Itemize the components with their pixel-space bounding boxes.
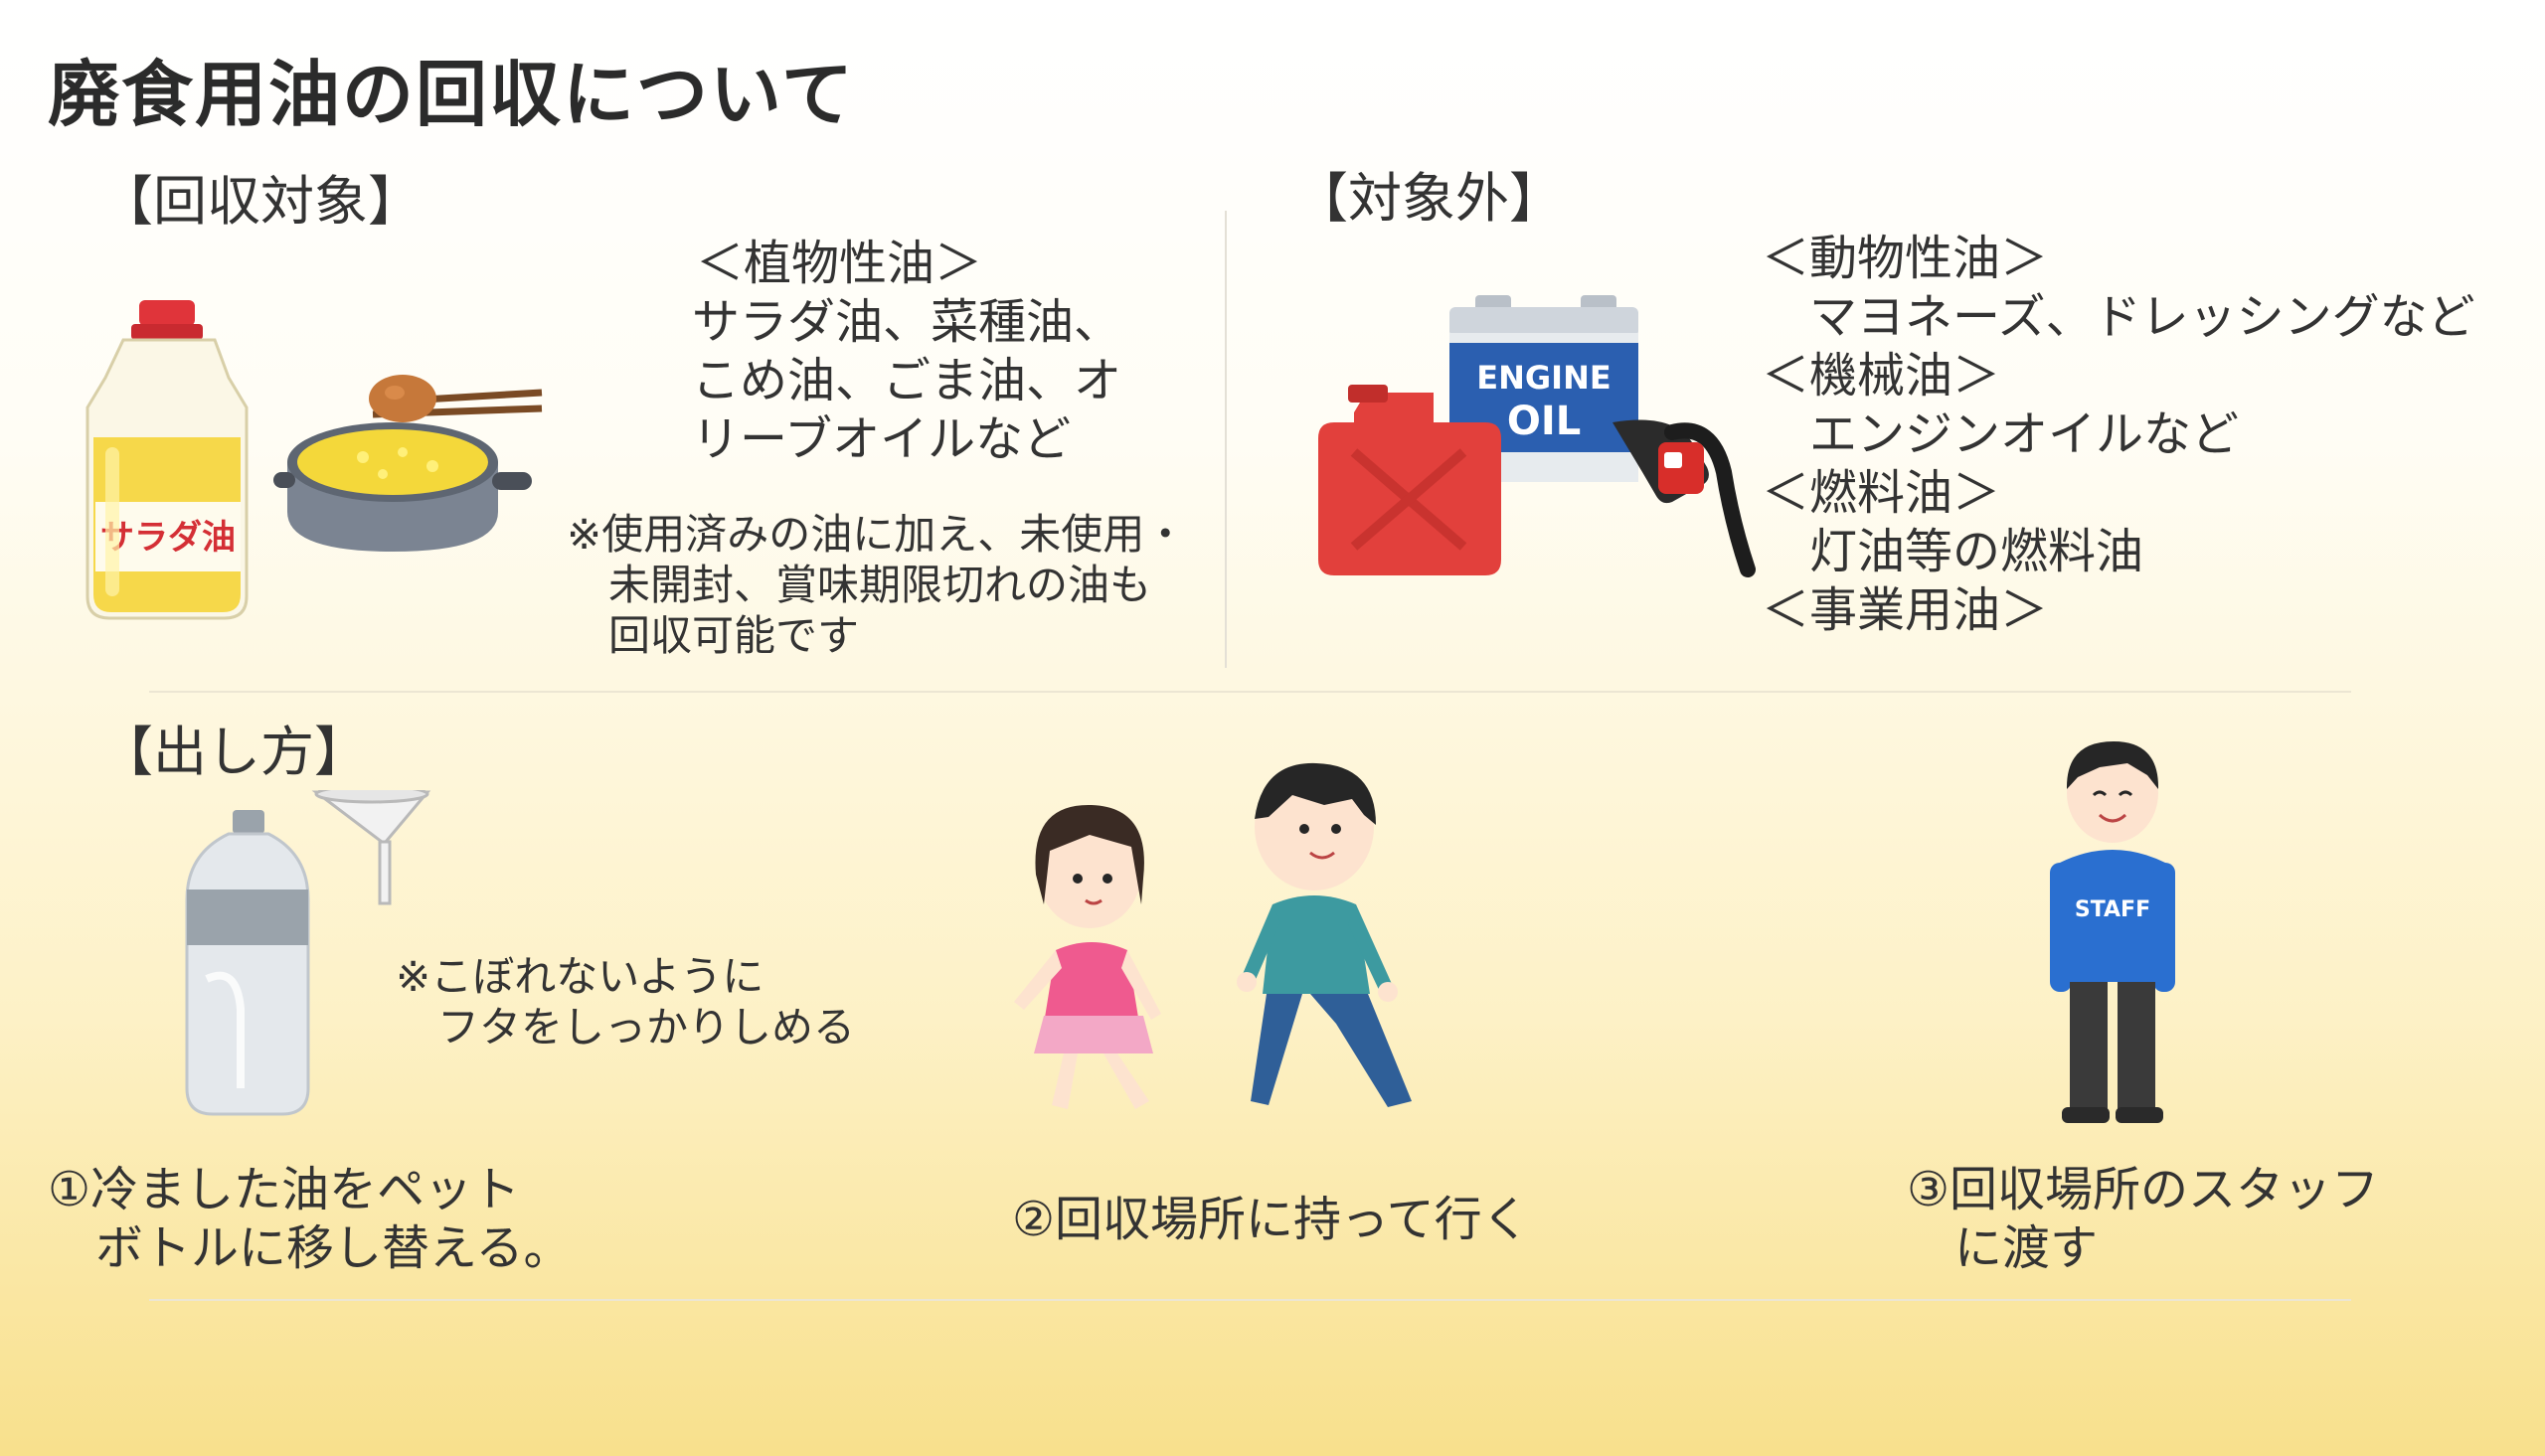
step-2: ②回収場所に持って行く bbox=[1012, 1192, 1530, 1247]
salad-oil-bottle-icon: サラダ油 bbox=[85, 300, 249, 620]
pet-bottle-and-funnel-icon bbox=[185, 790, 431, 1116]
step-1-line-2: ボトルに移し替える。 bbox=[48, 1220, 572, 1276]
excluded-line-4: エンジンオイルなど bbox=[1762, 406, 2240, 462]
collect-note-line-2: 未開封、賞味期限切れの油も bbox=[567, 561, 1152, 609]
step-3-line-1: ③回収場所のスタッフ bbox=[1907, 1162, 2380, 1217]
collect-note-line-3: 回収可能です bbox=[567, 611, 860, 660]
how-note-line-2: フタをしっかりしめる bbox=[396, 1003, 856, 1052]
how-note-line-1: ※こぼれないように bbox=[396, 952, 764, 1001]
step-3-line-2: に渡す bbox=[1907, 1220, 2099, 1276]
excluded-line-2: マヨネーズ、ドレッシングなど bbox=[1762, 289, 2475, 345]
collect-heading: 【回収対象】 bbox=[99, 170, 422, 233]
staff-person-icon: STAFF bbox=[2050, 741, 2175, 1123]
horizontal-divider-top bbox=[149, 691, 2351, 693]
engine-oil-and-fuel-tank-icon: ENGINE OIL bbox=[1318, 295, 1756, 577]
collect-category: ＜植物性油＞ bbox=[696, 236, 983, 291]
frying-pot-icon bbox=[273, 375, 543, 552]
kids-walking-icon bbox=[1014, 762, 1412, 1109]
step-1-line-1: ①冷ました油をペット bbox=[48, 1162, 521, 1217]
collect-item-line-2: こめ油、ごま油、オ bbox=[692, 353, 1122, 408]
bottle-label: サラダ油 bbox=[100, 518, 236, 558]
staff-label: STAFF bbox=[2075, 897, 2150, 922]
collect-item-line-3: リーブオイルなど bbox=[692, 411, 1072, 467]
vertical-divider bbox=[1225, 211, 1227, 668]
excluded-line-7: ＜事業用油＞ bbox=[1762, 582, 2049, 638]
can-label-oil: OIL bbox=[1507, 399, 1581, 444]
page-title: 廃食用油の回収について bbox=[48, 53, 855, 136]
excluded-line-6: 灯油等の燃料油 bbox=[1762, 524, 2144, 579]
excluded-line-1: ＜動物性油＞ bbox=[1762, 231, 2049, 286]
excluded-line-3: ＜機械油＞ bbox=[1762, 348, 2001, 404]
how-heading: 【出し方】 bbox=[99, 721, 368, 783]
excluded-heading: 【対象外】 bbox=[1294, 167, 1563, 230]
excluded-line-5: ＜燃料油＞ bbox=[1762, 465, 2001, 521]
can-label-engine: ENGINE bbox=[1476, 359, 1611, 397]
horizontal-divider-bottom bbox=[149, 1299, 2351, 1301]
collect-item-line-1: サラダ油、菜種油、 bbox=[692, 294, 1122, 350]
collect-note-line-1: ※使用済みの油に加え、未使用・ bbox=[567, 510, 1187, 559]
